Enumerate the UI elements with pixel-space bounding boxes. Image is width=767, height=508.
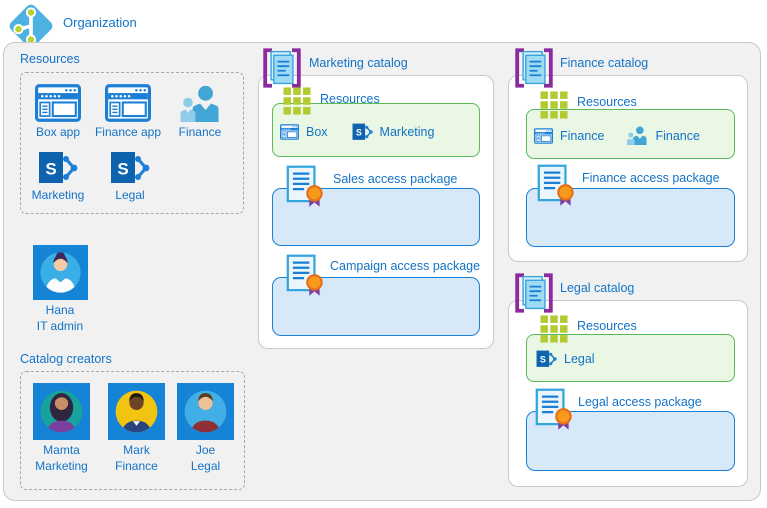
resource-box-app: Box app xyxy=(18,84,98,141)
creator-mark: Mark Finance xyxy=(96,383,177,474)
person-avatar-mark xyxy=(108,383,165,440)
catalog-resource-item: Finance xyxy=(534,128,604,144)
catalog-resources-label: Resources xyxy=(577,95,637,109)
access-package-label: Sales access package xyxy=(333,172,458,186)
resources-section-label: Resources xyxy=(20,52,80,66)
catalog-icon xyxy=(514,272,554,314)
certificate-icon xyxy=(286,254,324,297)
person-avatar-joe xyxy=(177,383,234,440)
certificate-icon xyxy=(537,164,575,207)
certificate-icon xyxy=(535,388,573,431)
creator-name: Mamta xyxy=(43,443,80,457)
sharepoint-icon xyxy=(536,350,557,368)
catalog-resource-item: Legal xyxy=(536,350,595,368)
creator-name: Joe xyxy=(195,443,216,457)
catalog-resource-item: Marketing xyxy=(352,123,435,141)
access-package-label: Campaign access package xyxy=(330,259,481,273)
catalog-resource-label: Finance xyxy=(560,128,605,143)
resource-label: Finance xyxy=(178,125,222,139)
catalog-title: Marketing catalog xyxy=(309,56,408,70)
group-icon xyxy=(179,85,221,122)
resources-dashed-box xyxy=(20,72,244,214)
catalog-resource-item: Box xyxy=(280,124,328,140)
resource-label: Finance app xyxy=(94,125,162,139)
it-admin-person: Hana IT admin xyxy=(22,245,98,334)
person-avatar-mamta xyxy=(33,383,90,440)
catalog-title: Finance catalog xyxy=(560,56,649,70)
access-package-label: Legal access package xyxy=(578,395,702,409)
resource-marketing-site: Marketing xyxy=(18,151,98,204)
sharepoint-icon xyxy=(110,151,150,185)
catalog-resource-label: Legal xyxy=(564,352,595,366)
creator-mamta: Mamta Marketing xyxy=(21,383,102,474)
creator-dept: Finance xyxy=(115,458,158,473)
resource-label: Box app xyxy=(35,125,81,139)
sharepoint-icon xyxy=(38,151,78,185)
catalog-resource-label: Marketing xyxy=(379,125,435,139)
creator-joe: Joe Legal xyxy=(165,383,246,474)
access-package-box xyxy=(272,188,480,246)
resource-finance-group: Finance xyxy=(160,85,240,141)
resource-label: Legal xyxy=(115,188,145,202)
catalog-creators-section-label: Catalog creators xyxy=(20,352,112,366)
admin-role: IT admin xyxy=(36,318,84,333)
resources-grid-icon xyxy=(283,87,311,115)
resource-label: Marketing xyxy=(31,188,85,202)
admin-name: Hana xyxy=(45,303,75,317)
catalog-creators-dashed-box xyxy=(20,371,245,490)
app-window-icon xyxy=(35,84,81,122)
creator-name: Mark xyxy=(123,443,150,457)
organization-label: Organization xyxy=(63,15,137,30)
certificate-icon xyxy=(286,165,324,208)
catalog-icon xyxy=(262,47,302,89)
creator-dept: Legal xyxy=(190,458,221,473)
catalog-resource-label: Box xyxy=(306,125,328,139)
app-window-icon xyxy=(105,84,151,122)
group-icon xyxy=(626,126,648,145)
catalog-resource-label: Finance xyxy=(655,128,700,143)
app-window-icon xyxy=(280,124,299,140)
resources-grid-icon xyxy=(540,315,568,343)
resource-finance-app: Finance app xyxy=(88,84,168,141)
catalog-title: Legal catalog xyxy=(560,281,635,295)
access-package-label: Finance access package xyxy=(582,171,720,185)
person-avatar-hana xyxy=(33,245,88,300)
resources-grid-icon xyxy=(540,91,568,119)
catalog-icon xyxy=(514,47,554,89)
app-window-icon xyxy=(534,128,553,144)
resource-legal-site: Legal xyxy=(90,151,170,204)
catalog-resource-item: Finance xyxy=(626,126,700,145)
catalog-resources-label: Resources xyxy=(577,319,637,333)
creator-dept: Marketing xyxy=(35,458,88,473)
catalog-resources-label: Resources xyxy=(320,92,380,106)
sharepoint-icon xyxy=(352,123,373,141)
